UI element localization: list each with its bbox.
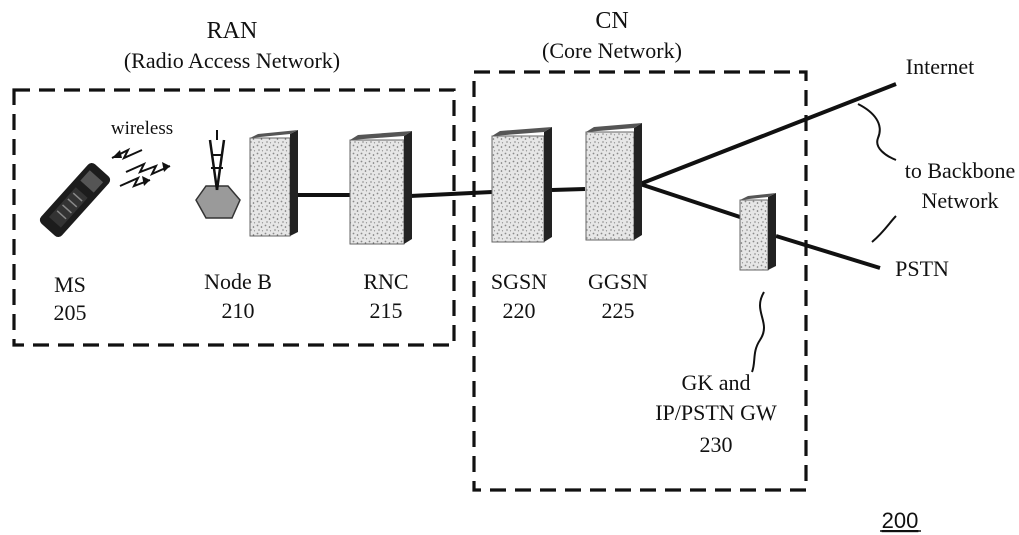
antenna-icon	[195, 130, 241, 219]
backbone-label-line1: to Backbone	[905, 158, 1016, 183]
ggsn-server-icon	[585, 123, 642, 241]
ms-name: MS	[54, 272, 86, 297]
rnc-name: RNC	[363, 269, 408, 294]
pstn-label: PSTN	[895, 256, 949, 281]
node-b-name: Node B	[204, 269, 272, 294]
gk-gateway-server-icon	[739, 193, 776, 271]
link-sgsn-ggsn	[551, 187, 586, 192]
gk-name-line2: IP/PSTN GW	[655, 400, 777, 425]
internet-label: Internet	[906, 54, 974, 79]
gk-name-line1: GK and	[681, 370, 750, 395]
ms-ref: 205	[54, 300, 87, 325]
node-b-ref: 210	[222, 298, 255, 323]
figure-number: 200	[882, 508, 919, 533]
backbone-brace-bottom	[871, 215, 897, 243]
gk-callout-line	[751, 291, 765, 373]
rnc-ref: 215	[370, 298, 403, 323]
link-ggsn-gk	[639, 182, 741, 219]
gk-ref: 230	[700, 432, 733, 457]
ran-title: RAN	[207, 18, 258, 44]
link-rnc-sgsn	[409, 190, 493, 198]
node-b-server-icon	[249, 130, 298, 237]
cn-boundary	[472, 70, 808, 492]
link-gk-pstn	[775, 234, 881, 270]
ran-boundary	[12, 88, 456, 347]
rnc-server-icon	[349, 131, 412, 245]
wireless-signal-icon	[111, 147, 171, 188]
sgsn-server-icon	[491, 127, 552, 243]
ran-subtitle: (Radio Access Network)	[124, 48, 340, 73]
backbone-label-line2: Network	[922, 188, 999, 213]
link-ggsn-internet	[639, 82, 897, 186]
sgsn-name: SGSN	[491, 269, 547, 294]
mobile-station-icon	[39, 162, 111, 238]
cn-title: CN	[595, 8, 628, 34]
ggsn-name: GGSN	[588, 269, 648, 294]
ggsn-ref: 225	[602, 298, 635, 323]
backbone-brace-top	[857, 103, 897, 161]
sgsn-ref: 220	[503, 298, 536, 323]
cn-subtitle: (Core Network)	[542, 38, 682, 63]
wireless-label: wireless	[111, 118, 173, 139]
